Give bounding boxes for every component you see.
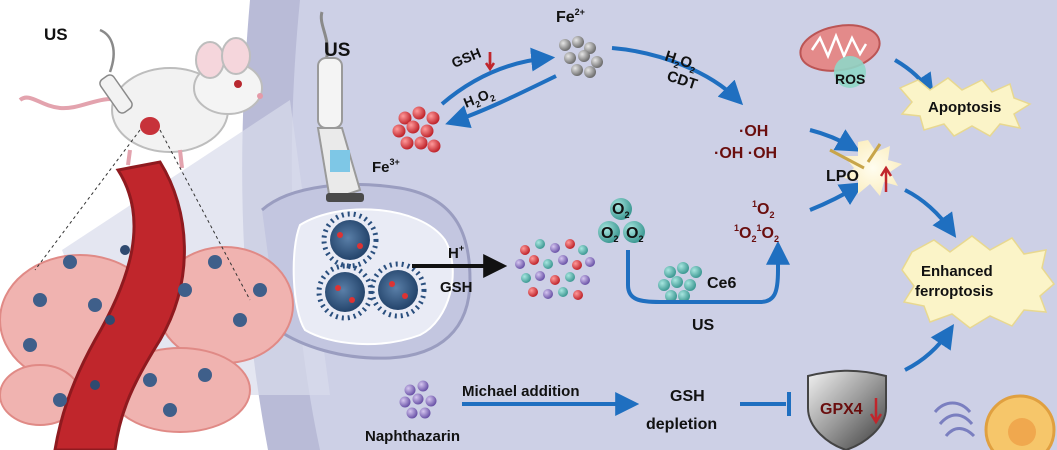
singlet-o2-label-2: 1O21O2 bbox=[734, 223, 779, 244]
mouse-illustration bbox=[18, 28, 263, 169]
singlet-o2-label-1: 1O2 bbox=[752, 199, 774, 220]
fe2-label: Fe2+ bbox=[556, 7, 585, 26]
oh-label-1: ·OH bbox=[739, 123, 768, 140]
gpx4-decrease-icon bbox=[869, 398, 883, 425]
ferroptosis-label: ferroptosis bbox=[915, 283, 993, 300]
zoom-line-left bbox=[34, 129, 141, 271]
lpo-label: LPO bbox=[826, 168, 859, 185]
lpo-burst bbox=[829, 140, 902, 196]
o2-label-3: O2 bbox=[626, 225, 643, 244]
michael-addition-label: Michael addition bbox=[462, 383, 580, 400]
gpx4-label: GPX4 bbox=[820, 401, 863, 418]
degraded-nanoparticles bbox=[515, 239, 595, 300]
apoptosis-burst bbox=[898, 77, 1032, 137]
ultrasound-probe-icon bbox=[316, 11, 364, 202]
fe2-particles bbox=[559, 36, 603, 78]
ce6-label: Ce6 bbox=[707, 275, 736, 292]
nanoparticle-cluster bbox=[316, 211, 427, 321]
inhibit-gpx4 bbox=[740, 392, 791, 416]
h2o2-label-cdt: H2O2 bbox=[662, 48, 699, 76]
ros-label: ROS bbox=[835, 71, 865, 87]
arrow-cdt bbox=[611, 46, 744, 106]
fe3-label: Fe3+ bbox=[372, 157, 400, 176]
gsh-depletion-label-1: GSH bbox=[670, 388, 705, 405]
arrow-lpo-to-ferroptosis bbox=[904, 188, 957, 238]
us-label-sdt: US bbox=[692, 317, 715, 334]
arrow-singlet-o2-to-lpo bbox=[809, 182, 865, 212]
arrow-fe3-to-fe2 bbox=[440, 47, 556, 106]
ce6-particles bbox=[658, 262, 702, 302]
us-label-cell: US bbox=[324, 40, 350, 61]
gpx4-shield-icon bbox=[807, 369, 887, 450]
h-plus-label: H+ bbox=[448, 243, 464, 262]
o2-label-1: O2 bbox=[612, 201, 629, 220]
enhanced-label: Enhanced bbox=[921, 263, 993, 280]
o2-label-2: O2 bbox=[601, 225, 618, 244]
ferroptosis-burst bbox=[901, 235, 1056, 329]
naphthazarin-label: Naphthazarin bbox=[365, 428, 460, 445]
lpo-increase-icon bbox=[879, 165, 893, 192]
apoptosis-label: Apoptosis bbox=[928, 99, 1001, 116]
cell-cytoplasm bbox=[291, 0, 1057, 450]
zoom-line-right bbox=[159, 129, 251, 301]
arrow-fe2-to-fe3 bbox=[445, 74, 557, 129]
oh-label-2: ·OH ·OH bbox=[714, 145, 777, 162]
organelle-decor bbox=[933, 394, 1056, 450]
arrow-sonodynamic bbox=[626, 240, 790, 304]
arrow-gpx4-to-ferroptosis bbox=[904, 324, 954, 372]
gsh-depletion-label-2: depletion bbox=[646, 416, 717, 433]
arrow-oh-to-lpo bbox=[809, 128, 861, 152]
gsh-label-trigger: GSH bbox=[440, 279, 473, 296]
oxygen-molecules bbox=[598, 198, 645, 243]
tumor-nanoparticles bbox=[23, 245, 267, 417]
fe3-particles bbox=[392, 106, 441, 153]
us-label-mouse: US bbox=[44, 25, 68, 44]
naphthazarin-particles bbox=[399, 380, 437, 419]
mitochondrion-icon bbox=[799, 24, 881, 88]
